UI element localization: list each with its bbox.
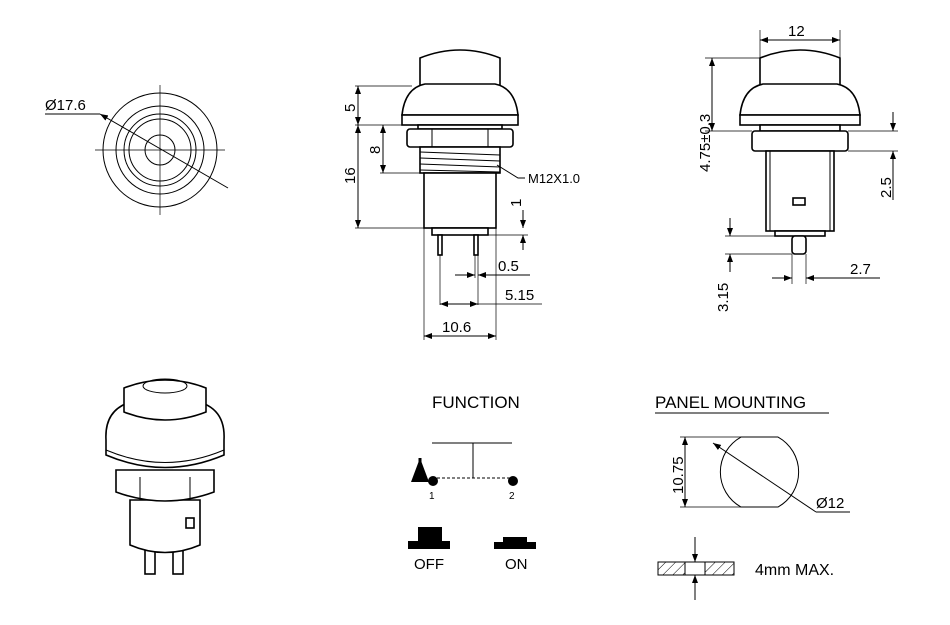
- function-title: FUNCTION: [432, 393, 520, 412]
- off-label: OFF: [414, 556, 444, 573]
- dim-cap-width: 12: [788, 23, 805, 40]
- isometric-view: [105, 378, 225, 575]
- side-view: 5 16 8 M12X1.0 1 0.5 5.15 10.6: [342, 49, 580, 340]
- dim-thread: 8: [367, 146, 384, 154]
- diameter-label: Ø17.6: [45, 97, 86, 114]
- on-button-icon: [503, 537, 527, 544]
- dim-nut: 2.5: [878, 177, 895, 198]
- function-diagram: FUNCTION 1 2 OFF ON: [408, 393, 536, 573]
- dim-pin-spacing: 5.15: [505, 287, 534, 304]
- panel-mounting-title: PANEL MOUNTING: [655, 393, 806, 412]
- dim-cap: 5: [342, 104, 359, 112]
- on-label: ON: [505, 556, 528, 573]
- dim-head-height: 4.75±0.3: [697, 114, 714, 172]
- dim-pin-offset: 2.7: [850, 261, 871, 278]
- right-view: 12 4.75±0.3 2.5 3.15 2.7: [697, 23, 898, 312]
- terminal-1-label: 1: [429, 491, 435, 502]
- dim-pin-length: 3.15: [715, 283, 732, 312]
- hole-dim: Ø12: [816, 495, 844, 512]
- dim-body-width: 10.6: [442, 319, 471, 336]
- terminal-2-dot: [508, 476, 518, 486]
- thread-label: M12X1.0: [528, 171, 580, 186]
- terminal-2-label: 2: [509, 491, 515, 502]
- dim-body: 16: [342, 167, 359, 184]
- off-button-icon: [418, 527, 442, 543]
- thickness-label: 4mm MAX.: [755, 562, 834, 579]
- thread: [419, 146, 501, 174]
- dim-pin-width: 0.5: [498, 258, 519, 275]
- dim-base: 1: [508, 199, 525, 207]
- front-view: Ø17.6: [45, 85, 229, 215]
- terminal-1-dot: [428, 476, 438, 486]
- panel-mounting: PANEL MOUNTING 10.75 Ø12 4mm MAX.: [655, 393, 850, 600]
- flat-dim: 10.75: [670, 456, 687, 494]
